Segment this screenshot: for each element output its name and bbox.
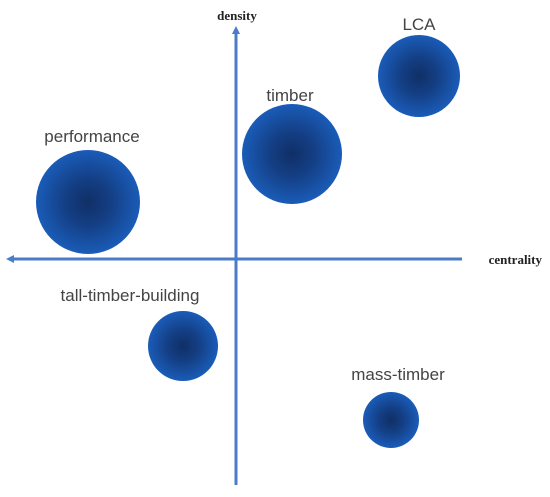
bubble-label: timber <box>266 86 314 105</box>
bubble-mass-timber: mass-timber <box>351 365 445 448</box>
bubble <box>36 150 140 254</box>
centrality-axis-title: centrality <box>489 252 543 267</box>
bubble-performance: performance <box>36 127 140 254</box>
bubble <box>378 35 460 117</box>
bubble-label: LCA <box>402 15 436 34</box>
bubble-label: mass-timber <box>351 365 445 384</box>
bubble-lca: LCA <box>378 15 460 117</box>
bubble-tall-timber-building: tall-timber-building <box>61 286 218 381</box>
bubble-label: performance <box>44 127 139 146</box>
bubble-label: tall-timber-building <box>61 286 200 305</box>
bubble <box>148 311 218 381</box>
bubble-timber: timber <box>242 86 342 204</box>
bubble <box>242 104 342 204</box>
bubble <box>363 392 419 448</box>
density-axis-title: density <box>217 8 257 23</box>
